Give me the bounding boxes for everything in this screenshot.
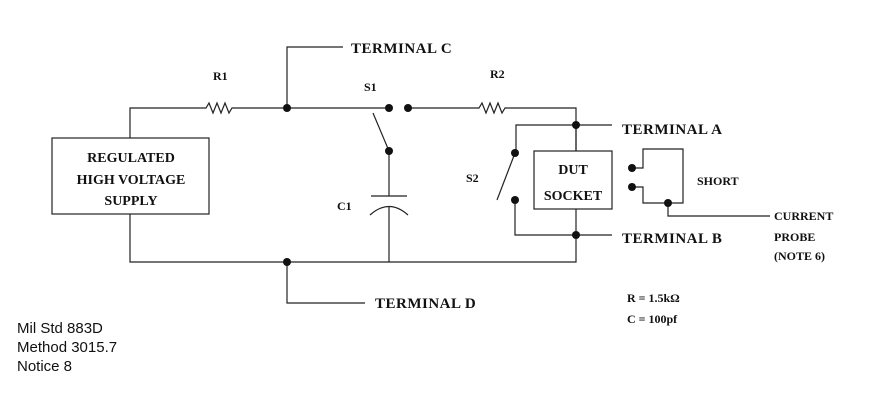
- probe-label-line3: (NOTE 6): [774, 249, 825, 263]
- supply-label-line1: REGULATED: [87, 151, 175, 166]
- dut-socket-box: [533, 150, 613, 210]
- s2-bottom-wire: [514, 200, 576, 236]
- s2-label: S2: [466, 171, 479, 185]
- dut-label-line2: SOCKET: [544, 189, 603, 204]
- s2-switch: [496, 152, 516, 201]
- terminal-c-wire: [286, 46, 343, 108]
- bottom-rail: [129, 214, 577, 263]
- supply-label-line2: HIGH VOLTAGE: [77, 173, 186, 188]
- note-line-1: Mil Std 883D: [17, 320, 103, 337]
- short-label: SHORT: [697, 174, 739, 188]
- short-pin-top: [628, 164, 636, 172]
- c1-label: C1: [337, 199, 352, 213]
- resistor-value: R = 1.5kΩ: [627, 291, 680, 305]
- terminal-a-label: TERMINAL A: [622, 122, 722, 138]
- capacitor-value: C = 100pf: [627, 312, 678, 326]
- c1-curved-plate: [369, 205, 409, 216]
- s1-contact-left: [385, 104, 393, 112]
- r2-resistor: [408, 101, 577, 151]
- dut-label-line1: DUT: [558, 163, 588, 178]
- junction-dot: [572, 121, 580, 129]
- current-probe-wire: [667, 203, 770, 217]
- s1-pivot: [385, 147, 393, 155]
- junction-dot: [283, 104, 291, 112]
- s1-contact-right: [404, 104, 412, 112]
- supply-label-line3: SUPPLY: [104, 194, 157, 209]
- terminal-b-label: TERMINAL B: [622, 231, 722, 247]
- s1-switch: [372, 112, 390, 152]
- short-loop: [632, 148, 684, 204]
- probe-point: [664, 199, 672, 207]
- junction-dots: [283, 104, 672, 266]
- junction-dot: [572, 231, 580, 239]
- terminal-d-wire: [286, 262, 365, 304]
- standard-reference: Mil Std 883D Method 3015.7 Notice 8: [17, 319, 117, 376]
- r1-resistor: [129, 101, 387, 138]
- terminal-d-label: TERMINAL D: [375, 296, 476, 312]
- short-pin-bottom: [628, 183, 636, 191]
- r1-label: R1: [213, 69, 228, 83]
- junction-dot: [283, 258, 291, 266]
- note-line-2: Method 3015.7: [17, 339, 118, 356]
- r2-label: R2: [490, 67, 505, 81]
- s2-top-wire: [515, 124, 576, 153]
- note-line-3: Notice 8: [17, 358, 73, 375]
- probe-label-line2: PROBE: [774, 230, 815, 244]
- s2-contact-bottom: [511, 196, 519, 204]
- s2-contact-top: [511, 149, 519, 157]
- terminal-c-label: TERMINAL C: [351, 41, 452, 57]
- s1-label: S1: [364, 80, 377, 94]
- probe-label-line1: CURRENT: [774, 209, 833, 223]
